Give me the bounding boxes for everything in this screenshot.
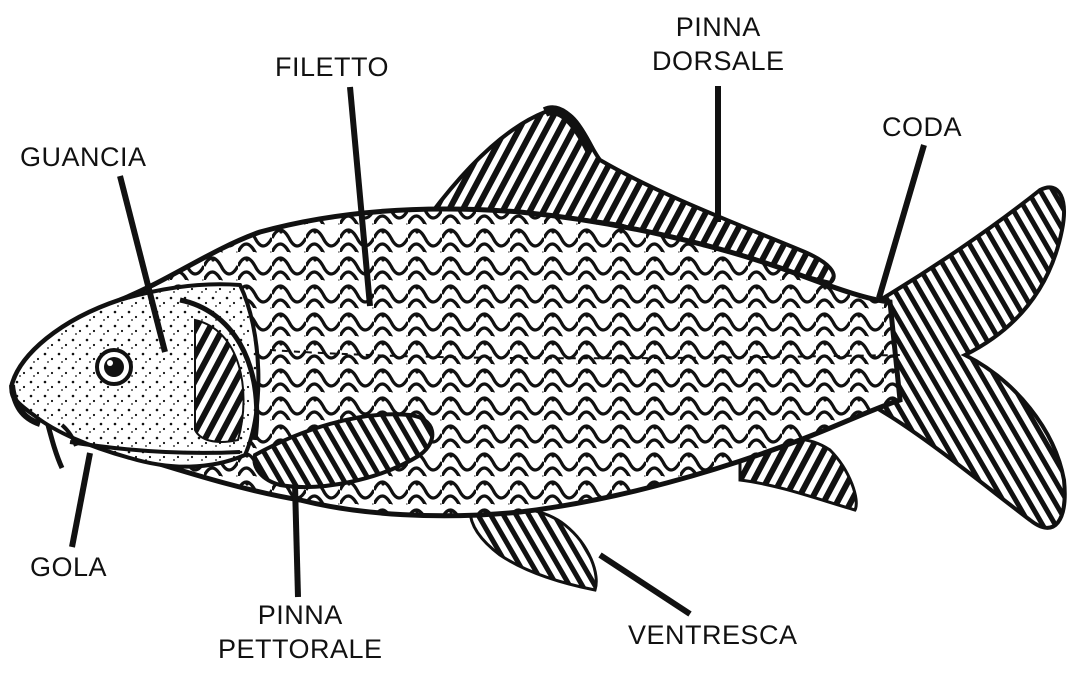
pelvic-fin xyxy=(470,507,596,590)
leader-line-pinna-pettorale xyxy=(295,485,298,597)
label-guancia-text: GUANCIA xyxy=(20,142,147,172)
leader-line-gola xyxy=(72,453,90,547)
label-guancia: GUANCIA xyxy=(20,140,147,174)
label-gola: GOLA xyxy=(30,550,107,584)
label-pinna-pettorale-line2: PETTORALE xyxy=(218,634,383,664)
label-coda: CODA xyxy=(882,110,962,144)
label-pinna-pettorale: PINNA PETTORALE xyxy=(218,598,383,666)
label-filetto: FILETTO xyxy=(275,50,389,84)
label-filetto-text: FILETTO xyxy=(275,52,389,82)
label-ventresca: VENTRESCA xyxy=(628,618,798,652)
label-pinna-pettorale-line1: PINNA xyxy=(258,600,343,630)
label-coda-text: CODA xyxy=(882,112,962,142)
leader-line-ventresca xyxy=(600,555,690,614)
label-pinna-dorsale-line2: DORSALE xyxy=(652,46,785,76)
label-gola-text: GOLA xyxy=(30,552,107,582)
label-pinna-dorsale-line1: PINNA xyxy=(676,12,761,42)
label-pinna-dorsale: PINNA DORSALE xyxy=(652,10,785,78)
tail-fin xyxy=(880,187,1065,527)
label-ventresca-text: VENTRESCA xyxy=(628,620,798,650)
